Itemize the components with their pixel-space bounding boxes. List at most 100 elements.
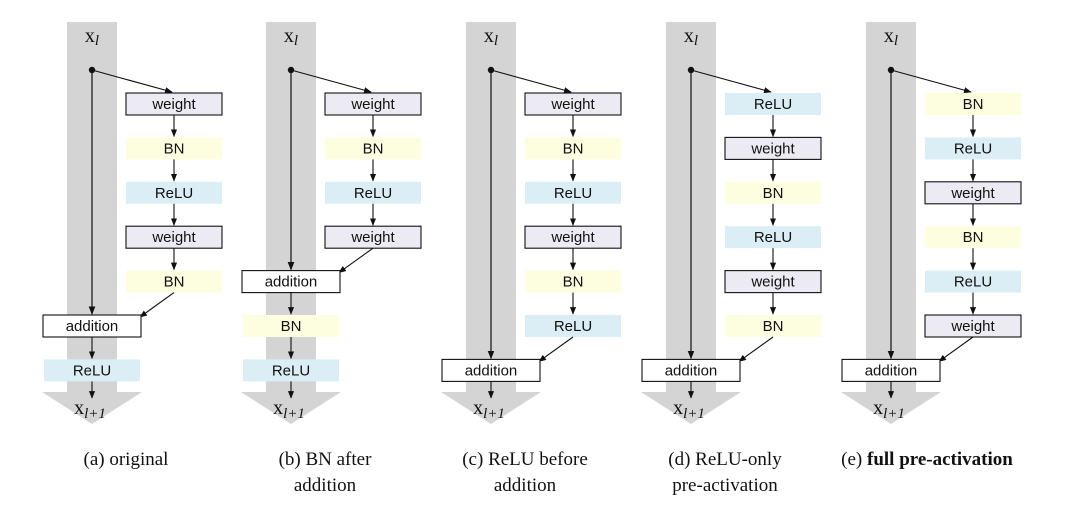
caption-line: (d) ReLU-only (668, 449, 782, 470)
relu-label: ReLU (354, 185, 392, 202)
output-subscript: l+1 (84, 406, 106, 422)
caption-tag: (c) (462, 449, 483, 470)
caption-tag: (a) (84, 449, 105, 470)
branch-split-arrow (690, 69, 772, 94)
relu-block (44, 359, 140, 382)
caption-line: (b) BN after (279, 449, 373, 470)
addition-label: addition (265, 274, 318, 291)
branch-split-arrow (91, 69, 173, 94)
bn-label: BN (281, 318, 302, 335)
variant-relu-before-addition: xlweightBNReLUweightBNReLUadditionxl+1(c… (441, 22, 622, 496)
weight-label: weight (350, 96, 395, 113)
branch-merge-arrow (738, 336, 774, 362)
input-symbol: x (484, 25, 494, 47)
output-subscript: l+1 (283, 406, 305, 422)
caption-text: pre-activation (672, 475, 778, 496)
input-label: xl (284, 25, 298, 49)
input-symbol: x (85, 25, 95, 47)
variant-bn-after-addition: xlweightBNReLUweightadditionBNReLUxl+1(b… (241, 22, 422, 496)
bn-block (925, 93, 1021, 115)
output-symbol: x (74, 397, 84, 419)
input-symbol: x (284, 25, 294, 47)
variant-original: xlweightBNReLUweightBNadditionReLUxl+1(a… (42, 22, 223, 470)
input-symbol: x (684, 25, 694, 47)
weight-label: weight (550, 96, 595, 113)
bn-label: BN (563, 140, 584, 157)
addition-label: addition (865, 362, 918, 379)
relu-block (325, 181, 421, 204)
output-label: xl+1 (74, 397, 106, 422)
output-subscript: l+1 (883, 406, 905, 422)
relu-label: ReLU (554, 318, 592, 335)
weight-label: weight (151, 229, 196, 246)
branch-merge-arrow (938, 336, 974, 362)
addition-label: addition (465, 362, 518, 379)
input-subscript: l (694, 33, 698, 49)
addition-label: addition (665, 362, 718, 379)
addition-label: addition (66, 318, 119, 335)
input-subscript: l (95, 33, 99, 49)
caption-line: pre-activation (672, 475, 778, 496)
bn-block (325, 137, 421, 160)
input-subscript: l (494, 33, 498, 49)
weight-label: weight (350, 229, 395, 246)
relu-label: ReLU (272, 362, 310, 379)
caption-line: addition (494, 475, 557, 496)
output-label: xl+1 (873, 397, 905, 422)
caption-text: ReLU-only (695, 449, 782, 470)
input-symbol: x (884, 25, 894, 47)
output-label: xl+1 (673, 397, 705, 422)
relu-block (925, 137, 1021, 160)
bn-label: BN (963, 96, 984, 113)
relu-block (725, 226, 821, 249)
branch-split-arrow (290, 69, 372, 94)
branch-split-arrow (890, 69, 972, 94)
relu-block (243, 359, 339, 382)
relu-label: ReLU (754, 229, 792, 246)
variant-full-pre-activation: xlBNReLUweightBNReLUweightadditionxl+1(e… (841, 22, 1022, 470)
band-arrowhead (841, 392, 941, 424)
weight-label: weight (750, 274, 795, 291)
weight-label: weight (151, 96, 196, 113)
bn-label: BN (363, 140, 384, 157)
variant-relu-only-pre-activation: xlReLUweightBNReLUweightBNadditionxl+1(d… (641, 22, 822, 496)
caption-tag: (d) (668, 449, 690, 470)
caption-tag: (e) (841, 449, 862, 470)
bn-label: BN (963, 229, 984, 246)
caption-tag: (b) (279, 449, 301, 470)
relu-label: ReLU (155, 185, 193, 202)
weight-label: weight (750, 140, 795, 157)
bn-label: BN (164, 140, 185, 157)
caption-text: full pre-activation (867, 449, 1013, 470)
bn-block (725, 315, 821, 337)
output-label: xl+1 (473, 397, 505, 422)
output-symbol: x (873, 397, 883, 419)
branch-merge-arrow (338, 247, 374, 274)
caption-text: addition (294, 475, 357, 496)
relu-label: ReLU (73, 362, 111, 379)
bn-block (126, 137, 222, 160)
branch-merge-arrow (538, 336, 574, 362)
bn-block (243, 315, 339, 337)
relu-block (126, 181, 222, 204)
input-subscript: l (294, 33, 298, 49)
bn-block (925, 226, 1021, 249)
relu-block (525, 315, 621, 337)
output-label: xl+1 (273, 397, 305, 422)
relu-label: ReLU (754, 96, 792, 113)
output-symbol: x (673, 397, 683, 419)
branch-merge-arrow (139, 292, 175, 318)
relu-label: ReLU (954, 274, 992, 291)
input-label: xl (884, 25, 898, 49)
caption-line: (c) ReLU before (462, 449, 588, 470)
band-arrowhead (441, 392, 541, 424)
weight-label: weight (950, 318, 995, 335)
bn-block (725, 181, 821, 204)
bn-label: BN (164, 274, 185, 291)
relu-label: ReLU (554, 185, 592, 202)
caption-text: BN after (305, 449, 372, 470)
bn-label: BN (763, 318, 784, 335)
caption-text: addition (494, 475, 557, 496)
input-label: xl (684, 25, 698, 49)
